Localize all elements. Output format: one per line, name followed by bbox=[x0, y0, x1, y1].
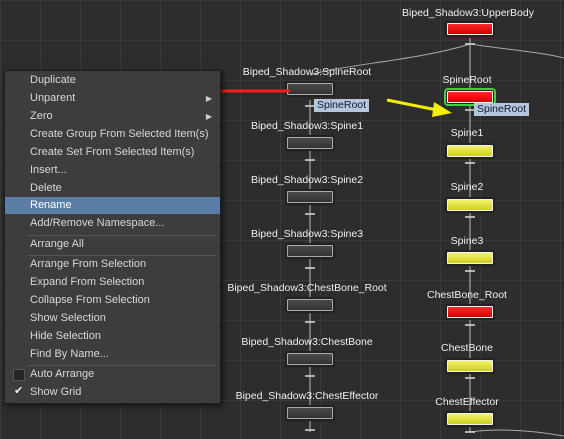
node-label-right-spine2: Spine2 bbox=[450, 181, 484, 193]
menu-item-label: Hide Selection bbox=[30, 330, 101, 342]
menu-item-create-set[interactable]: Create Set From Selected Item(s) bbox=[5, 144, 220, 161]
context-menu: Duplicate Unparent ▶ Zero ▶ Create Group F… bbox=[4, 70, 221, 404]
node-left-chestbone[interactable] bbox=[287, 353, 333, 365]
auto-arrange-checkbox[interactable] bbox=[13, 369, 25, 381]
node-label-left-spineroot: Biped_Shadow3:SpineRoot bbox=[242, 66, 372, 78]
submenu-arrow-icon: ▶ bbox=[205, 112, 212, 121]
menu-item-show-selection[interactable]: Show Selection bbox=[5, 310, 220, 327]
menu-item-create-group[interactable]: Create Group From Selected Item(s) bbox=[5, 126, 220, 143]
menu-item-duplicate[interactable]: Duplicate bbox=[5, 72, 220, 89]
rename-field-right[interactable]: SpineRoot bbox=[474, 103, 530, 116]
node-label-right-spine1: Spine1 bbox=[450, 127, 484, 139]
menu-item-label: Rename bbox=[30, 199, 72, 211]
menu-item-find-by-name[interactable]: Find By Name... bbox=[5, 346, 220, 363]
node-label-left-spine3: Biped_Shadow3:Spine3 bbox=[250, 228, 364, 240]
menu-separator bbox=[27, 365, 217, 366]
menu-item-label: Show Selection bbox=[30, 312, 106, 324]
menu-item-show-grid[interactable]: ✔ Show Grid bbox=[5, 384, 220, 401]
menu-item-label: Insert... bbox=[30, 164, 67, 176]
node-right-spineroot[interactable] bbox=[444, 88, 496, 106]
node-left-chesteffector[interactable] bbox=[287, 407, 333, 419]
node-left-chestbone-root[interactable] bbox=[287, 299, 333, 311]
node-label-right-spineroot: SpineRoot bbox=[442, 74, 492, 86]
menu-item-label: Collapse From Selection bbox=[30, 294, 150, 306]
menu-item-label: Unparent bbox=[30, 92, 76, 104]
menu-item-label: Create Group From Selected Item(s) bbox=[30, 128, 209, 140]
node-left-spine3[interactable] bbox=[287, 245, 333, 257]
menu-item-insert[interactable]: Insert... bbox=[5, 162, 220, 179]
menu-item-hide-selection[interactable]: Hide Selection bbox=[5, 328, 220, 345]
menu-item-add-remove-namespace[interactable]: Add/Remove Namespace... bbox=[5, 215, 220, 232]
menu-item-label: Create Set From Selected Item(s) bbox=[30, 146, 195, 158]
menu-item-label: Arrange All bbox=[30, 238, 84, 250]
node-label-left-chesteffector: Biped_Shadow3:ChestEffector bbox=[235, 390, 379, 402]
node-upperbody[interactable] bbox=[447, 23, 493, 35]
menu-item-arrange-from-selection[interactable]: Arrange From Selection bbox=[5, 256, 220, 273]
menu-item-label: Show Grid bbox=[30, 386, 82, 398]
node-right-spine2[interactable] bbox=[447, 199, 493, 211]
node-right-chesteffector[interactable] bbox=[447, 413, 493, 425]
menu-item-label: Add/Remove Namespace... bbox=[30, 217, 165, 229]
menu-item-label: Find By Name... bbox=[30, 348, 109, 360]
node-label-left-spine1: Biped_Shadow3:Spine1 bbox=[250, 120, 364, 132]
menu-item-expand-from-selection[interactable]: Expand From Selection bbox=[5, 274, 220, 291]
menu-item-collapse-from-selection[interactable]: Collapse From Selection bbox=[5, 292, 220, 309]
menu-item-delete[interactable]: Delete bbox=[5, 180, 220, 197]
submenu-arrow-icon: ▶ bbox=[205, 94, 212, 103]
menu-item-unparent[interactable]: Unparent ▶ bbox=[5, 90, 220, 107]
node-right-chestbone-root[interactable] bbox=[447, 306, 493, 318]
node-label-right-spine3: Spine3 bbox=[450, 235, 484, 247]
node-label-left-spine2: Biped_Shadow3:Spine2 bbox=[250, 174, 364, 186]
checkmark-icon[interactable]: ✔ bbox=[14, 385, 24, 397]
node-left-spineroot[interactable] bbox=[287, 83, 333, 95]
menu-separator bbox=[27, 235, 217, 236]
node-right-spine3[interactable] bbox=[447, 252, 493, 264]
menu-item-auto-arrange[interactable]: Auto Arrange bbox=[5, 366, 220, 383]
menu-item-label: Duplicate bbox=[30, 74, 76, 86]
node-label-upperbody: Biped_Shadow3:UpperBody bbox=[402, 7, 534, 19]
menu-item-arrange-all[interactable]: Arrange All bbox=[5, 236, 220, 253]
rename-field-left[interactable]: SpineRoot bbox=[314, 99, 370, 112]
node-right-chestbone[interactable] bbox=[447, 360, 493, 372]
node-label-right-chesteffector: ChestEffector bbox=[435, 396, 499, 408]
menu-item-label: Arrange From Selection bbox=[30, 258, 147, 270]
node-left-spine1[interactable] bbox=[287, 137, 333, 149]
menu-item-label: Delete bbox=[30, 182, 62, 194]
node-label-left-chestbone: Biped_Shadow3:ChestBone bbox=[241, 336, 373, 348]
node-right-spine1[interactable] bbox=[447, 145, 493, 157]
node-left-spine2[interactable] bbox=[287, 191, 333, 203]
menu-separator bbox=[27, 255, 217, 256]
node-label-left-chestbone-root: Biped_Shadow3:ChestBone_Root bbox=[227, 282, 387, 294]
node-label-right-chestbone: ChestBone bbox=[441, 342, 493, 354]
menu-item-label: Expand From Selection bbox=[30, 276, 145, 288]
menu-item-label: Zero bbox=[30, 110, 53, 122]
menu-item-label: Auto Arrange bbox=[30, 368, 95, 380]
menu-item-zero[interactable]: Zero ▶ bbox=[5, 108, 220, 125]
node-label-right-chestbone-root: ChestBone_Root bbox=[427, 289, 507, 301]
menu-item-rename[interactable]: Rename bbox=[5, 197, 220, 214]
